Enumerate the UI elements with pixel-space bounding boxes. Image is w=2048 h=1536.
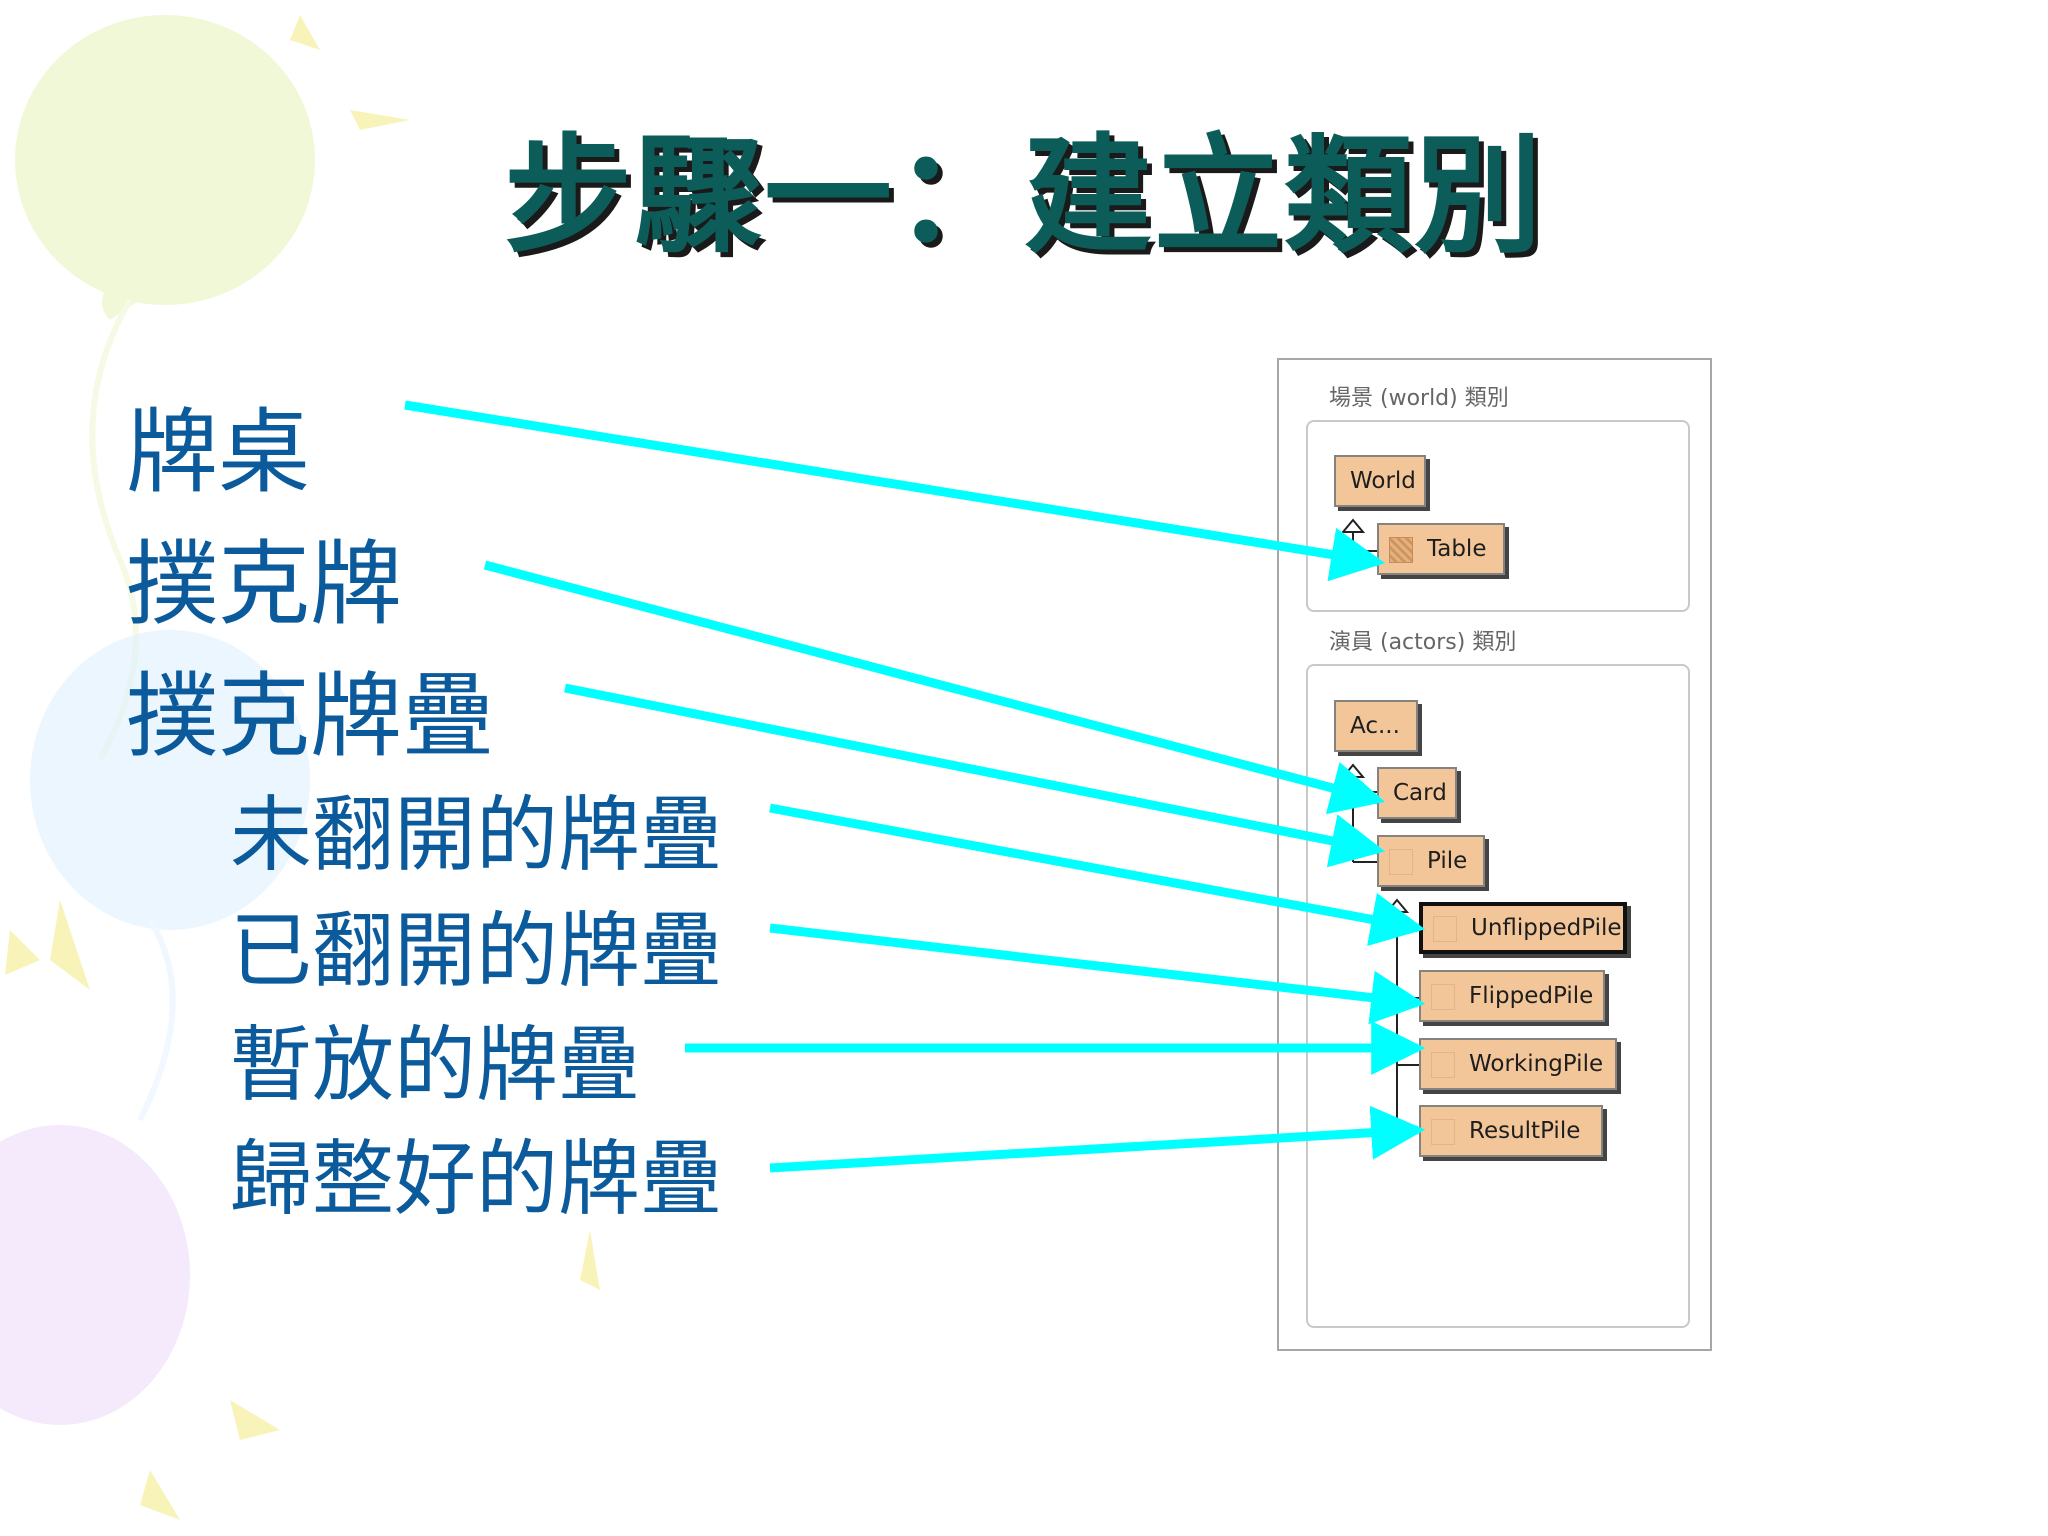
class-box-world[interactable]: World <box>1334 455 1426 507</box>
class-image-icon <box>1389 537 1413 563</box>
actors-section-label: 演員 (actors) 類別 <box>1329 630 1517 655</box>
class-box-card[interactable]: Card <box>1377 767 1457 819</box>
class-name: FlippedPile <box>1469 983 1594 1009</box>
class-name: UnflippedPile <box>1471 915 1622 941</box>
class-box-unflipped-pile[interactable]: UnflippedPile <box>1419 902 1627 954</box>
class-box-pile[interactable]: Pile <box>1377 835 1485 887</box>
bullet-working-pile: 暫放的牌疊 <box>230 1018 641 1113</box>
class-box-flipped-pile[interactable]: FlippedPile <box>1419 970 1605 1022</box>
world-classes-box <box>1306 420 1690 612</box>
class-name: Card <box>1393 780 1447 806</box>
class-box-result-pile[interactable]: ResultPile <box>1419 1105 1603 1157</box>
class-name: ResultPile <box>1469 1118 1581 1144</box>
class-image-icon <box>1433 916 1457 942</box>
bullet-table: 牌桌 <box>126 399 311 506</box>
bullet-flipped-pile: 已翻開的牌疊 <box>230 904 723 999</box>
class-browser-panel: 場景 (world) 類別 演員 (actors) 類別 World Tabl <box>1277 358 1712 1351</box>
sparkles <box>5 15 600 1520</box>
class-box-working-pile[interactable]: WorkingPile <box>1419 1038 1617 1090</box>
class-name: Ac... <box>1350 713 1400 739</box>
class-box-table[interactable]: Table <box>1377 523 1505 575</box>
class-name: WorkingPile <box>1469 1051 1604 1077</box>
balloon-blue <box>30 630 310 1122</box>
class-box-actor[interactable]: Ac... <box>1334 700 1418 752</box>
class-name: Table <box>1427 536 1487 562</box>
bullet-unflipped-pile: 未翻開的牌疊 <box>230 788 723 883</box>
world-section-label: 場景 (world) 類別 <box>1329 386 1509 411</box>
class-name: World <box>1350 468 1416 494</box>
class-image-icon <box>1431 984 1455 1010</box>
bullet-result-pile: 歸整好的牌疊 <box>230 1132 723 1227</box>
bullet-card: 撲克牌 <box>126 531 403 638</box>
slide-title: 步驟一：建立類別 <box>503 122 1544 271</box>
balloon-purple <box>0 1125 190 1425</box>
class-image-icon <box>1431 1119 1455 1145</box>
class-image-icon <box>1431 1052 1455 1078</box>
class-name: Pile <box>1427 848 1468 874</box>
class-image-icon <box>1389 849 1413 875</box>
bullet-pile: 撲克牌疊 <box>126 663 495 770</box>
